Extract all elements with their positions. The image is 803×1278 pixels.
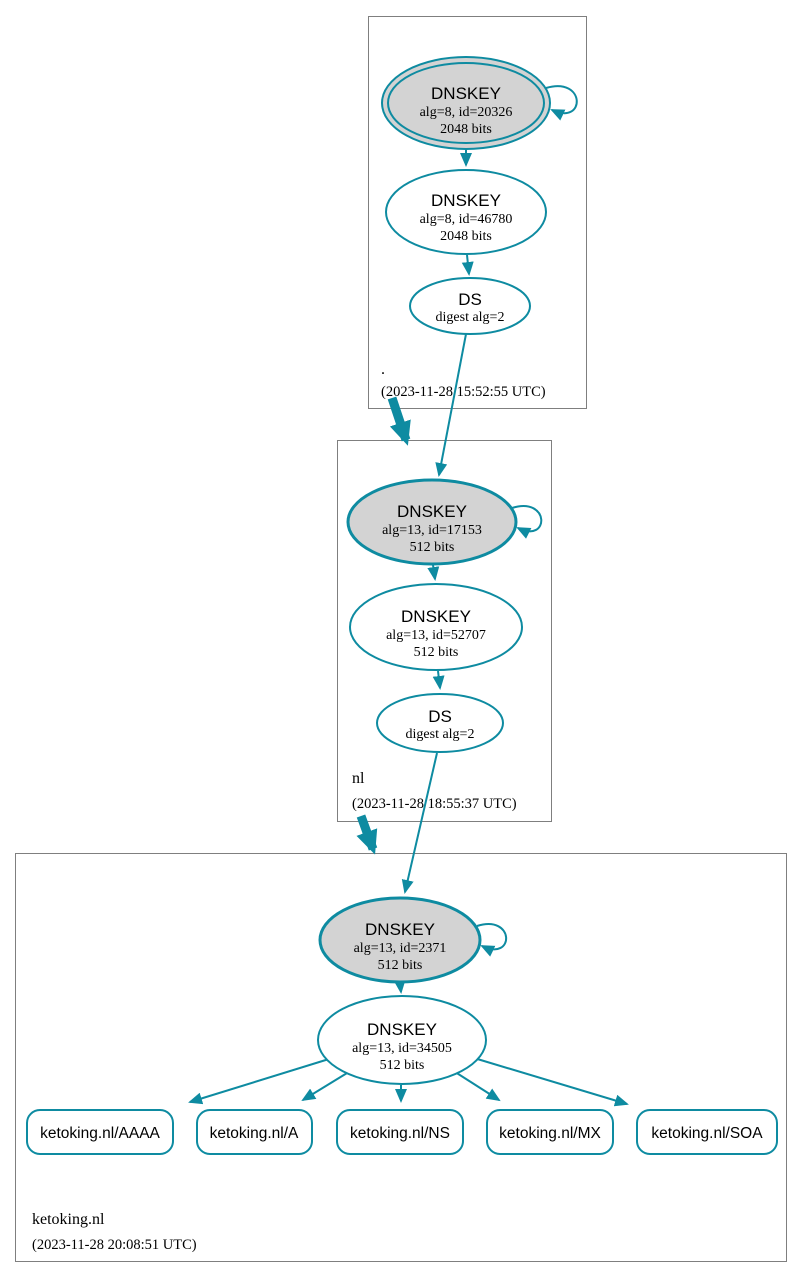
node-nl-ds[interactable]: DS digest alg=2 bbox=[376, 693, 504, 753]
ketoking-ksk-detail1: alg=13, id=2371 bbox=[354, 941, 447, 956]
root-zsk-ellipse bbox=[385, 169, 547, 255]
edge-ketoking-zsk-to-a bbox=[301, 1069, 353, 1102]
root-zsk-detail1: alg=8, id=46780 bbox=[420, 212, 513, 227]
root-ds-detail1: digest alg=2 bbox=[436, 310, 505, 325]
zone-timestamp-root: (2023-11-28 15:52:55 UTC) bbox=[381, 384, 546, 400]
rrset-ketoking-a[interactable]: ketoking.nl/A bbox=[196, 1109, 313, 1155]
node-nl-zsk[interactable]: DNSKEY alg=13, id=52707 512 bits bbox=[349, 583, 523, 671]
node-root-ksk[interactable]: DNSKEY alg=8, id=20326 2048 bits bbox=[381, 56, 551, 150]
root-ksk-title: DNSKEY bbox=[431, 84, 501, 103]
root-ksk-outer-ring bbox=[381, 56, 551, 150]
zone-timestamp-ketoking: (2023-11-28 20:08:51 UTC) bbox=[32, 1237, 197, 1253]
node-ketoking-ksk[interactable]: DNSKEY alg=13, id=2371 512 bits bbox=[318, 896, 482, 984]
nl-ds-detail1: digest alg=2 bbox=[406, 727, 475, 742]
zone-label-root: . bbox=[381, 361, 385, 378]
rrset-ketoking-ns[interactable]: ketoking.nl/NS bbox=[336, 1109, 464, 1155]
self-loop-nl-ksk bbox=[511, 505, 543, 539]
edge-ketoking-zsk-to-soa bbox=[473, 1057, 629, 1107]
nl-ksk-detail1: alg=13, id=17153 bbox=[382, 523, 482, 538]
nl-zsk-detail1: alg=13, id=52707 bbox=[386, 628, 486, 643]
zone-label-ketoking: ketoking.nl bbox=[32, 1211, 105, 1228]
self-loop-root-ksk bbox=[545, 85, 578, 121]
nl-ds-title: DS bbox=[428, 707, 452, 726]
rrset-box-mx bbox=[486, 1109, 614, 1155]
root-ksk-inner-ring bbox=[387, 62, 545, 144]
edge-root-zsk-to-ds bbox=[461, 254, 474, 276]
rrset-box-ns bbox=[336, 1109, 464, 1155]
zone-box-ketoking-nl bbox=[15, 853, 787, 1262]
nl-zsk-ellipse bbox=[349, 583, 523, 671]
zone-box-root bbox=[368, 16, 587, 409]
zone-label-nl: nl bbox=[352, 770, 365, 787]
ketoking-zsk-ellipse bbox=[317, 995, 487, 1085]
nl-ksk-detail2: 512 bits bbox=[410, 540, 455, 555]
ketoking-zsk-detail1: alg=13, id=34505 bbox=[352, 1041, 452, 1056]
ketoking-ksk-title: DNSKEY bbox=[365, 920, 435, 939]
nl-ksk-ellipse bbox=[346, 478, 518, 566]
zone-timestamp-nl: (2023-11-28 18:55:37 UTC) bbox=[352, 796, 517, 812]
edge-ketoking-zsk-to-aaaa bbox=[188, 1058, 330, 1105]
nl-zsk-detail2: 512 bits bbox=[414, 645, 459, 660]
edge-ketoking-ksk-to-zsk bbox=[393, 979, 406, 994]
node-root-ds[interactable]: DS digest alg=2 bbox=[409, 277, 531, 335]
delegation-arrow-root-to-nl bbox=[387, 396, 411, 446]
rrset-ketoking-soa[interactable]: ketoking.nl/SOA bbox=[636, 1109, 778, 1155]
edge-root-ds-to-nl-ksk bbox=[435, 333, 467, 477]
edge-nl-ds-to-ketoking-ksk bbox=[401, 752, 438, 894]
rrset-ketoking-aaaa[interactable]: ketoking.nl/AAAA bbox=[26, 1109, 174, 1155]
root-ds-title: DS bbox=[458, 290, 482, 309]
edge-nl-ksk-to-zsk bbox=[427, 564, 440, 581]
rrset-box-a bbox=[196, 1109, 313, 1155]
root-ds-ellipse bbox=[409, 277, 531, 335]
node-nl-ksk[interactable]: DNSKEY alg=13, id=17153 512 bits bbox=[346, 478, 518, 566]
rrset-label-mx: ketoking.nl/MX bbox=[499, 1125, 601, 1142]
root-ksk-detail2: 2048 bits bbox=[440, 122, 492, 137]
rrset-label-ns: ketoking.nl/NS bbox=[350, 1125, 450, 1142]
zone-box-nl bbox=[337, 440, 552, 822]
root-zsk-detail2: 2048 bits bbox=[440, 229, 492, 244]
rrset-box-soa bbox=[636, 1109, 778, 1155]
ketoking-ksk-ellipse bbox=[318, 896, 482, 984]
node-root-zsk[interactable]: DNSKEY alg=8, id=46780 2048 bits bbox=[385, 169, 547, 255]
ketoking-ksk-detail2: 512 bits bbox=[378, 958, 423, 973]
root-ksk-detail1: alg=8, id=20326 bbox=[420, 105, 513, 120]
ketoking-zsk-detail2: 512 bits bbox=[380, 1058, 425, 1073]
rrset-label-soa: ketoking.nl/SOA bbox=[651, 1125, 763, 1142]
nl-zsk-title: DNSKEY bbox=[401, 607, 471, 626]
rrset-box-aaaa bbox=[26, 1109, 174, 1155]
root-zsk-title: DNSKEY bbox=[431, 191, 501, 210]
self-loop-ketoking-ksk bbox=[476, 923, 508, 957]
nl-ksk-title: DNSKEY bbox=[397, 502, 467, 521]
delegation-arrow-nl-to-ketoking bbox=[356, 814, 378, 855]
rrset-ketoking-mx[interactable]: ketoking.nl/MX bbox=[486, 1109, 614, 1155]
ketoking-zsk-title: DNSKEY bbox=[367, 1020, 437, 1039]
edge-nl-zsk-to-ds bbox=[432, 670, 445, 690]
rrset-label-aaaa: ketoking.nl/AAAA bbox=[40, 1125, 160, 1142]
rrset-label-a: ketoking.nl/A bbox=[210, 1125, 299, 1142]
edge-ketoking-zsk-to-mx bbox=[451, 1069, 501, 1102]
nl-ds-ellipse bbox=[376, 693, 504, 753]
node-ketoking-zsk[interactable]: DNSKEY alg=13, id=34505 512 bits bbox=[317, 995, 487, 1085]
